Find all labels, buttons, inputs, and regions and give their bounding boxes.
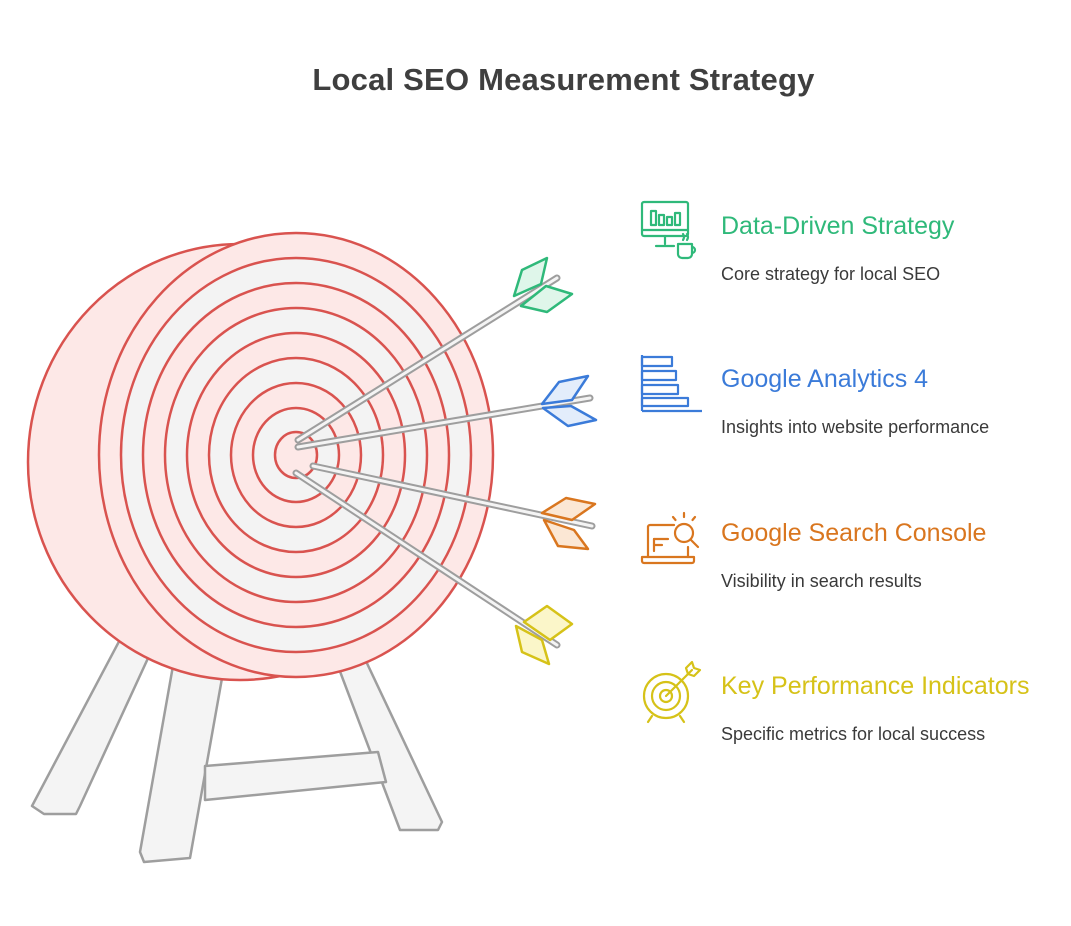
item-title: Key Performance Indicators [721,672,1030,700]
arrow-blue [294,374,598,451]
diagram-title: Local SEO Measurement Strategy [312,62,815,97]
dashboard-monitor-coffee-icon [640,200,697,260]
item-title: Google Search Console [721,519,987,547]
laptop-search-icon [640,511,700,565]
bar-chart-icon [640,355,702,413]
easel-crossbar [203,750,388,802]
item-description: Visibility in search results [721,571,922,591]
target-board [26,231,495,682]
item-title: Google Analytics 4 [721,365,929,393]
arrow-orange [309,462,597,551]
arrow-yellow [292,469,574,666]
item-description: Specific metrics for local success [721,724,986,744]
arrow-green [294,256,574,444]
item-description: Core strategy for local SEO [721,264,941,284]
target-arrow-icon [642,660,702,724]
item-description: Insights into website performance [721,417,990,437]
item-title: Data-Driven Strategy [721,212,955,240]
